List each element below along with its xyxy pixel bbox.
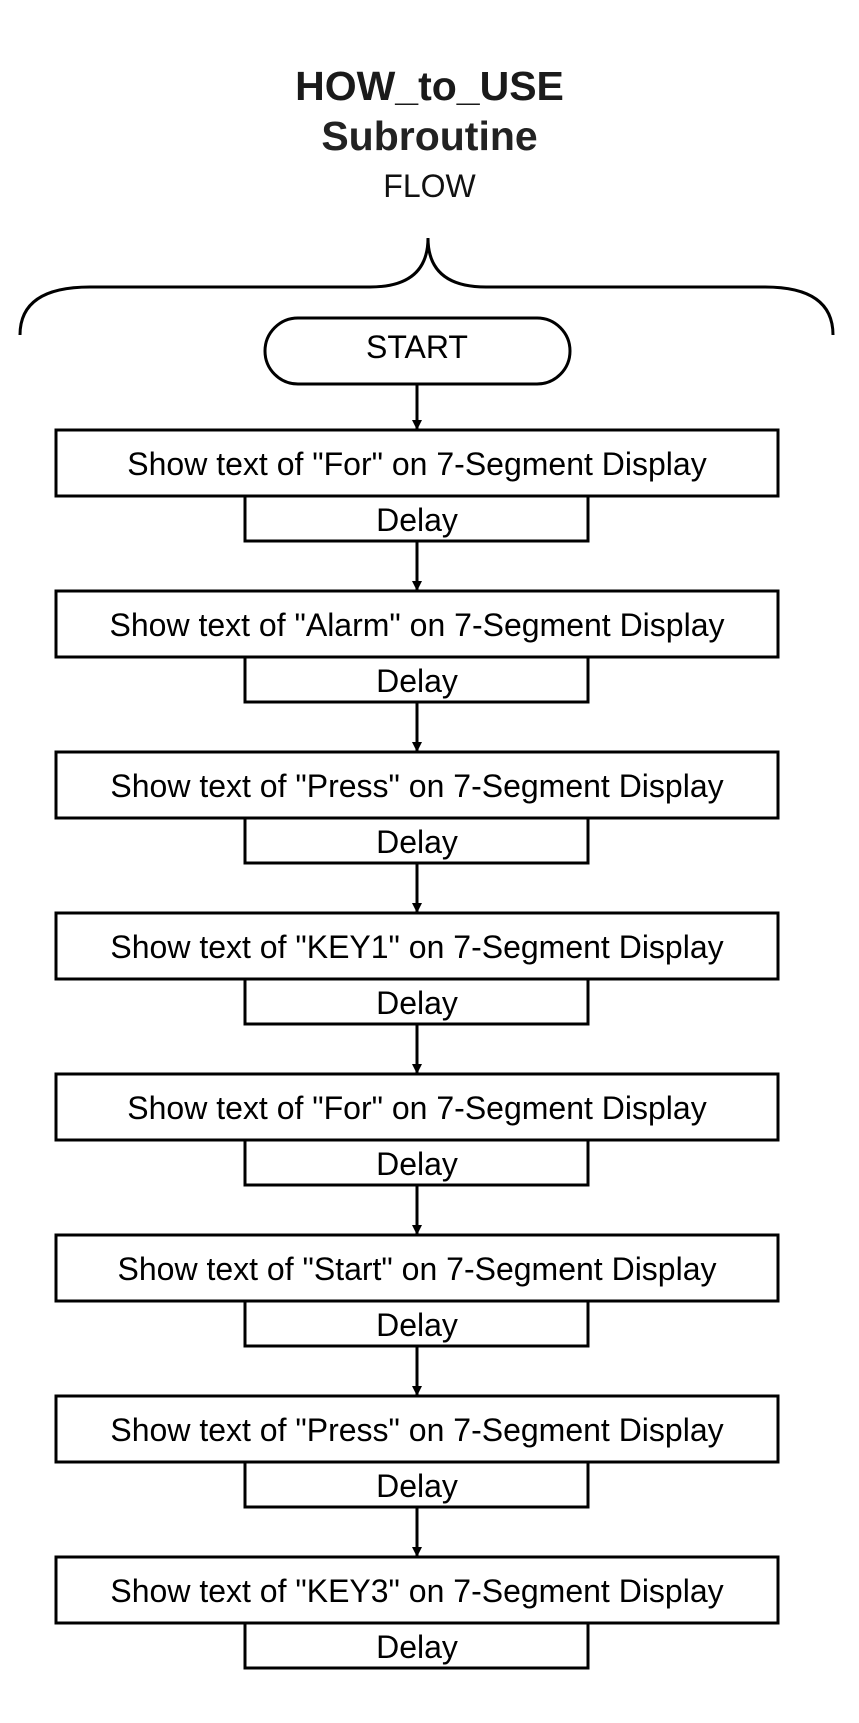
action-label: Show text of "KEY3" on 7-Segment Display: [110, 1573, 723, 1609]
action-box: Show text of "KEY3" on 7-Segment Display: [54, 1555, 780, 1625]
diagram-title: HOW_to_USE: [295, 63, 564, 109]
delay-label: Delay: [376, 663, 458, 699]
action-label: Show text of "For" on 7-Segment Display: [127, 1090, 706, 1126]
start-label: START: [366, 329, 468, 365]
delay-label: Delay: [376, 1146, 458, 1182]
delay-box: Delay: [243, 494, 590, 543]
action-label: Show text of "Alarm" on 7-Segment Displa…: [110, 607, 725, 643]
action-box: Show text of "Press" on 7-Segment Displa…: [54, 750, 780, 820]
delay-box: Delay: [243, 1138, 590, 1187]
delay-box: Delay: [243, 1460, 590, 1509]
delay-box: Delay: [243, 1299, 590, 1348]
action-box: Show text of "For" on 7-Segment Display: [54, 1072, 780, 1142]
delay-label: Delay: [376, 1629, 458, 1665]
delay-label: Delay: [376, 824, 458, 860]
curly-brace: [18, 237, 835, 336]
delay-box: Delay: [243, 1621, 590, 1670]
delay-box: Delay: [243, 977, 590, 1026]
action-label: Show text of "Start" on 7-Segment Displa…: [118, 1251, 717, 1287]
delay-box: Delay: [243, 655, 590, 704]
action-box: Show text of "Alarm" on 7-Segment Displa…: [54, 589, 780, 659]
action-label: Show text of "For" on 7-Segment Display: [127, 446, 706, 482]
delay-box: Delay: [243, 816, 590, 865]
action-label: Show text of "KEY1" on 7-Segment Display: [110, 929, 723, 965]
action-box: Show text of "For" on 7-Segment Display: [54, 428, 780, 498]
action-box: Show text of "Start" on 7-Segment Displa…: [54, 1233, 780, 1303]
action-label: Show text of "Press" on 7-Segment Displa…: [110, 1412, 723, 1448]
action-box: Show text of "KEY1" on 7-Segment Display: [54, 911, 780, 981]
action-box: Show text of "Press" on 7-Segment Displa…: [54, 1394, 780, 1464]
delay-label: Delay: [376, 1468, 458, 1504]
diagram-caption: FLOW: [383, 168, 476, 204]
start-terminal: START: [263, 316, 572, 386]
delay-label: Delay: [376, 985, 458, 1021]
delay-label: Delay: [376, 1307, 458, 1343]
action-label: Show text of "Press" on 7-Segment Displa…: [110, 768, 723, 804]
delay-label: Delay: [376, 502, 458, 538]
diagram-subtitle: Subroutine: [321, 113, 538, 159]
